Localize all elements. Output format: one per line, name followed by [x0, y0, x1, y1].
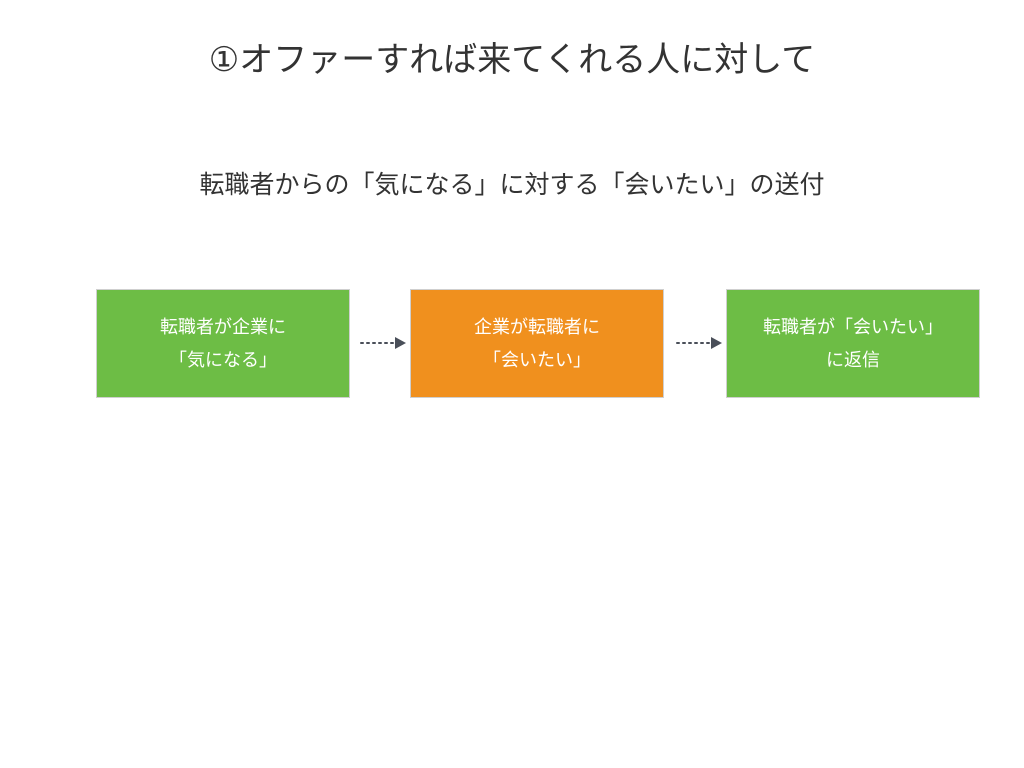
flow-step-2: 企業が転職者に 「会いたい」 — [410, 289, 664, 398]
flow-step-2-line-1: 企業が転職者に — [474, 316, 600, 338]
flow-step-1-line-1: 転職者が企業に — [160, 316, 286, 338]
flow-step-1-line-2: 「気になる」 — [169, 349, 277, 371]
page-subtitle: 転職者からの「気になる」に対する「会いたい」の送付 — [199, 170, 825, 199]
flow-step-1: 転職者が企業に 「気になる」 — [96, 289, 350, 398]
page-title: ①オファーすれば来てくれる人に対して — [208, 40, 816, 80]
flow-arrow-1 — [360, 337, 406, 349]
flow-arrow-2 — [676, 337, 722, 349]
flow-step-2-line-2: 「会いたい」 — [483, 349, 591, 371]
flow-step-3-line-1: 転職者が「会いたい」 — [763, 316, 943, 338]
flow-step-3: 転職者が「会いたい」 に返信 — [726, 289, 980, 398]
flow-step-3-line-2: に返信 — [826, 349, 880, 371]
